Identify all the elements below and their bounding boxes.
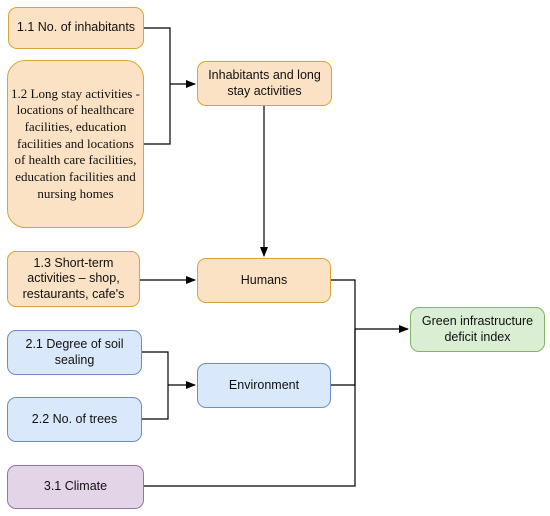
node-short-term-activities: 1.3 Short-term activities – shop, restau… xyxy=(7,251,140,307)
node-no-of-trees: 2.2 No. of trees xyxy=(7,397,142,442)
node-humans-label: Humans xyxy=(240,272,288,287)
node-short-term-activities-label: 1.3 Short-term activities – shop, restau… xyxy=(22,255,125,301)
node-green-infrastructure-deficit-index: Green infrastructure deficit index xyxy=(410,307,545,352)
node-degree-of-soil-sealing: 2.1 Degree of soil sealing xyxy=(7,330,142,375)
connector-environment xyxy=(331,329,356,386)
node-inhabitants-long-stay: Inhabitants and long stay activities xyxy=(197,61,332,106)
node-environment: Environment xyxy=(197,363,331,408)
node-climate-label: 3.1 Climate xyxy=(43,479,108,494)
node-green-infrastructure-deficit-index-label: Green infrastructure deficit index xyxy=(421,313,534,344)
connector-trees xyxy=(142,385,169,420)
node-long-stay-activities: 1.2 Long stay activities - locations of … xyxy=(7,60,144,228)
node-long-stay-activities-label: 1.2 Long stay activities - locations of … xyxy=(11,85,140,201)
connector-inhabitants xyxy=(144,27,171,84)
node-degree-of-soil-sealing-label: 2.1 Degree of soil sealing xyxy=(25,336,124,367)
connector-long-stay xyxy=(144,84,171,145)
connector-soil-sealing xyxy=(142,351,169,385)
node-no-of-inhabitants-label: 1.1 No. of inhabitants xyxy=(16,20,136,35)
node-climate: 3.1 Climate xyxy=(7,465,144,509)
node-no-of-inhabitants: 1.1 No. of inhabitants xyxy=(8,7,144,49)
connector-humans xyxy=(331,279,356,329)
node-humans: Humans xyxy=(197,258,331,303)
node-no-of-trees-label: 2.2 No. of trees xyxy=(31,411,118,426)
node-environment-label: Environment xyxy=(228,377,300,392)
node-inhabitants-long-stay-label: Inhabitants and long stay activities xyxy=(208,67,321,98)
connector-climate xyxy=(144,329,356,487)
